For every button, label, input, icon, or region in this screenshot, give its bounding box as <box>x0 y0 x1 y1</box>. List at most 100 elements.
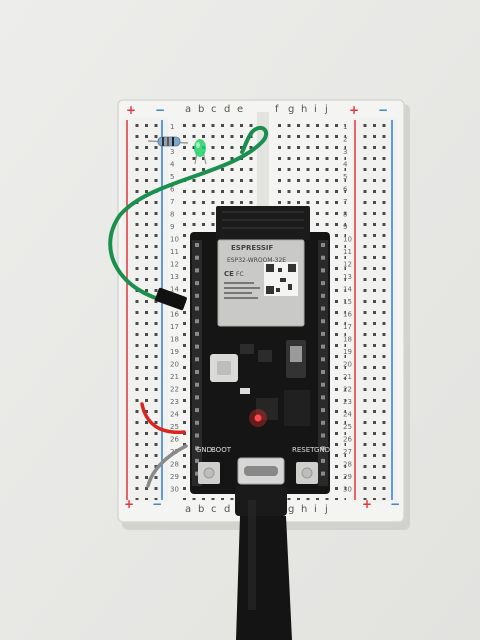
row-label-left-13: 13 <box>170 273 179 281</box>
column-label-b-bottom: b <box>198 504 204 515</box>
row-label-left-9: 9 <box>170 223 174 231</box>
ce-mark: CE <box>224 270 234 278</box>
row-label-right-19: 19 <box>343 348 352 356</box>
column-label-h: h <box>301 104 307 115</box>
row-label-left-21: 21 <box>170 373 179 381</box>
row-label-left-12: 12 <box>170 261 179 269</box>
label-gnd-right: GND <box>314 446 330 454</box>
column-label-j: j <box>324 104 328 115</box>
row-label-right-8: 8 <box>343 211 347 219</box>
column-label-d-bottom: d <box>224 504 230 515</box>
wire-connector-green <box>155 287 187 311</box>
row-label-right-16: 16 <box>343 311 352 319</box>
label-gnd-left: GND <box>196 446 212 454</box>
module-brand: ESPRESSIF <box>231 244 273 252</box>
row-label-right-21: 21 <box>343 373 352 381</box>
row-label-right-11: 11 <box>343 248 352 256</box>
column-label-c-bottom: c <box>211 504 217 515</box>
row-label-right-5: 5 <box>343 173 347 181</box>
row-label-right-28: 28 <box>343 461 352 469</box>
label-reset: RESET <box>292 446 315 454</box>
row-label-right-12: 12 <box>343 261 352 269</box>
red-jumper-wire <box>140 402 186 434</box>
column-label-a: a <box>185 104 191 115</box>
row-label-left-19: 19 <box>170 348 179 356</box>
row-label-left-11: 11 <box>170 248 179 256</box>
row-label-right-14: 14 <box>343 286 352 294</box>
row-label-left-26: 26 <box>170 436 179 444</box>
usb-cable <box>235 486 292 640</box>
row-label-left-7: 7 <box>170 198 174 206</box>
row-label-left-3: 3 <box>170 148 174 156</box>
row-label-right-20: 20 <box>343 361 352 369</box>
column-label-c: c <box>211 104 217 115</box>
row-label-left-5: 5 <box>170 173 174 181</box>
wroom-module-shield <box>217 239 305 327</box>
row-label-right-15: 15 <box>343 298 352 306</box>
row-label-right-7: 7 <box>343 198 347 206</box>
row-label-right-27: 27 <box>343 448 352 456</box>
column-label-h-bottom: h <box>301 504 307 515</box>
row-label-right-9: 9 <box>343 223 347 231</box>
pcb-antenna <box>216 206 310 240</box>
row-label-left-8: 8 <box>170 211 174 219</box>
column-label-e: e <box>237 104 243 115</box>
column-label-i-bottom: i <box>314 504 317 515</box>
row-label-right-29: 29 <box>343 473 352 481</box>
fc-mark: FC <box>236 271 244 278</box>
row-label-right-6: 6 <box>343 186 348 194</box>
row-label-left-17: 17 <box>170 323 179 331</box>
row-label-left-6: 6 <box>170 186 175 194</box>
row-label-left-30: 30 <box>170 486 179 494</box>
row-label-left-14: 14 <box>170 286 179 294</box>
row-label-right-1: 1 <box>343 123 347 131</box>
column-label-d: d <box>224 104 230 115</box>
column-label-b: b <box>198 104 204 115</box>
row-label-right-26: 26 <box>343 436 352 444</box>
row-label-right-25: 25 <box>343 423 352 431</box>
rail-plus-top-left: + <box>126 103 136 117</box>
row-label-right-18: 18 <box>343 336 352 344</box>
label-boot: BOOT <box>211 446 232 454</box>
row-label-right-22: 22 <box>343 386 352 394</box>
green-jumper-wire <box>108 125 269 304</box>
module-model: ESP32-WROOM-32E <box>227 257 286 264</box>
row-label-left-23: 23 <box>170 398 179 406</box>
row-label-right-24: 24 <box>343 411 352 419</box>
gray-jumper-wire <box>146 444 188 488</box>
row-label-left-1: 1 <box>170 123 174 131</box>
row-label-left-4: 4 <box>170 161 175 169</box>
resistor <box>147 136 189 147</box>
column-label-i: i <box>314 104 317 115</box>
row-label-left-29: 29 <box>170 473 179 481</box>
esp32-devkit-board: ESPRESSIF ESP32-WROOM-32E CE FC <box>190 206 330 494</box>
row-label-left-24: 24 <box>170 411 179 419</box>
row-label-right-13: 13 <box>343 273 352 281</box>
column-label-g-bottom: g <box>288 504 294 515</box>
row-label-left-22: 22 <box>170 386 179 394</box>
rail-minus-bottom-left: − <box>152 497 162 511</box>
green-led <box>194 139 207 165</box>
column-label-j-bottom: j <box>324 504 328 515</box>
rail-minus-bottom-right: − <box>390 497 400 511</box>
rail-plus-top-right: + <box>349 103 359 117</box>
rail-plus-bottom-right: + <box>362 497 372 511</box>
row-label-right-10: 10 <box>343 236 352 244</box>
row-label-left-25: 25 <box>170 423 179 431</box>
row-label-left-28: 28 <box>170 461 179 469</box>
row-label-left-16: 16 <box>170 311 179 319</box>
column-label-f: f <box>275 104 279 115</box>
row-label-left-20: 20 <box>170 361 179 369</box>
rail-plus-bottom-left: + <box>124 497 134 511</box>
right-rail-holes <box>361 122 387 500</box>
left-rail-holes <box>132 122 158 500</box>
row-label-left-10: 10 <box>170 236 179 244</box>
column-label-a-bottom: a <box>185 504 191 515</box>
row-label-right-17: 17 <box>343 323 352 331</box>
usb-uart-chip <box>284 390 310 426</box>
rail-minus-top-right: − <box>378 103 388 117</box>
row-label-right-30: 30 <box>343 486 352 494</box>
power-led <box>254 414 262 422</box>
row-label-right-2: 2 <box>343 136 347 144</box>
